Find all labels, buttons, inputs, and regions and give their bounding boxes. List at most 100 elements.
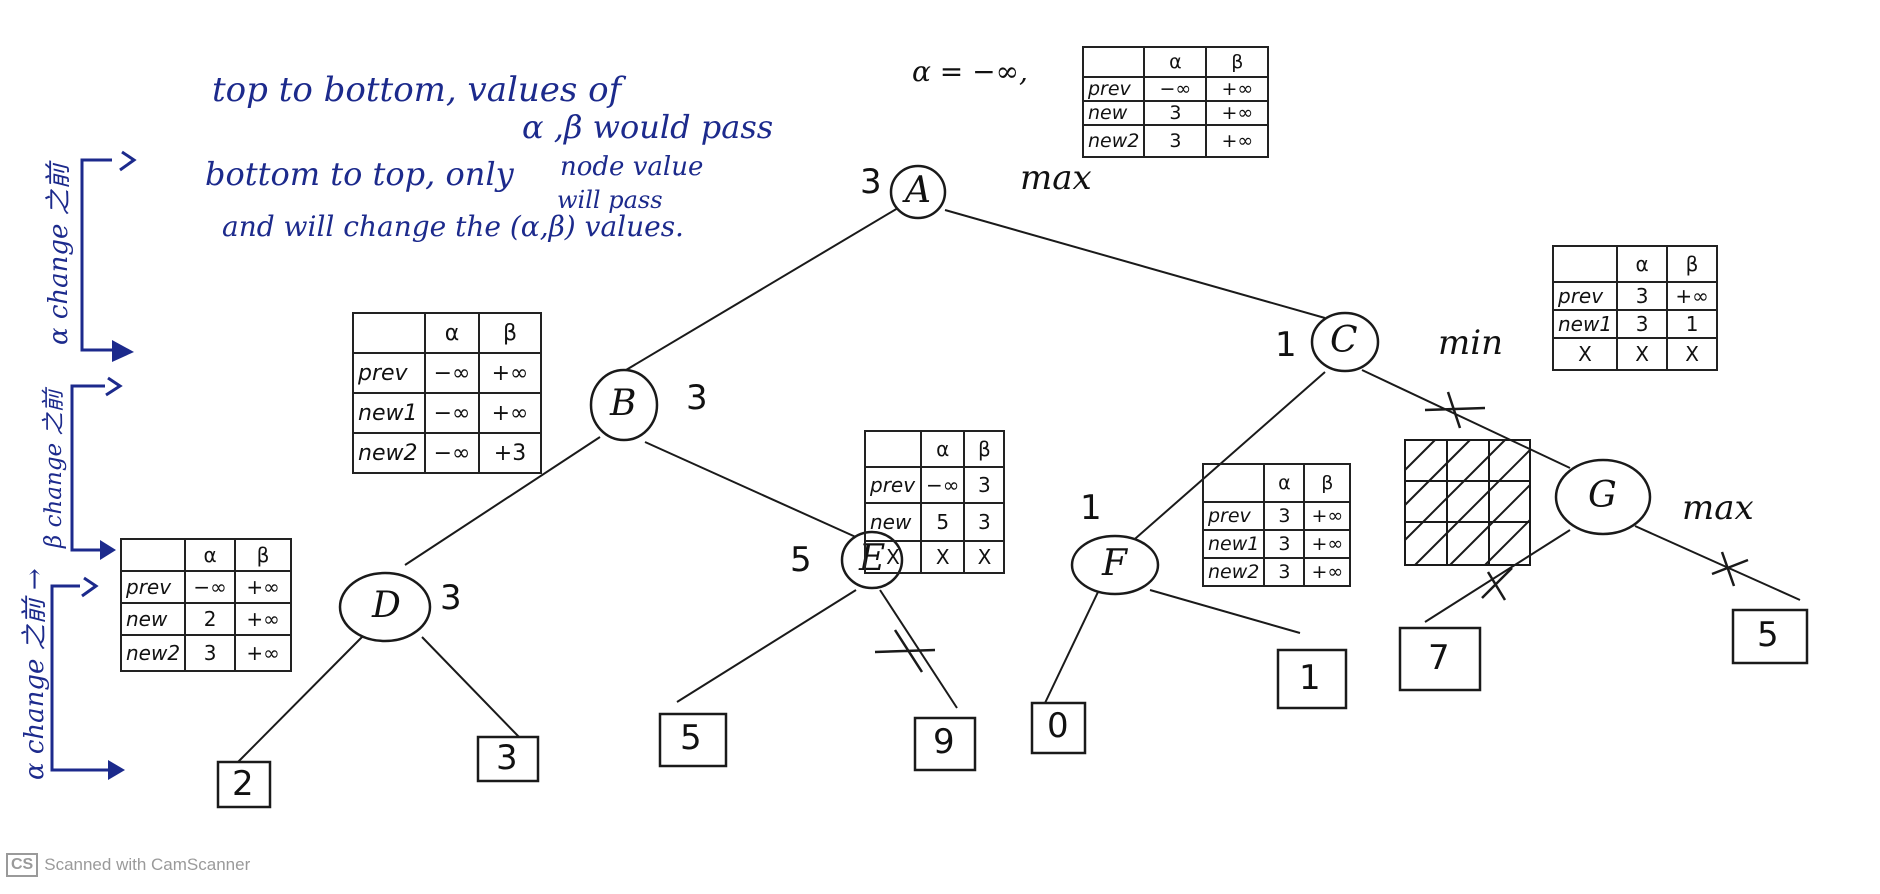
alpha-initial-note: α = −∞, — [912, 55, 1028, 88]
prune-mark-G-7 — [1481, 567, 1513, 601]
bracket-bottom-arrowhead — [81, 576, 99, 598]
table-E-alpha-header: α — [919, 430, 966, 468]
bracket-top-arrowhead — [119, 150, 137, 172]
node-D-circle — [338, 571, 432, 643]
pruned-grid — [1404, 439, 1531, 566]
prune-mark-E-9 — [874, 629, 936, 673]
arrowhead-bottom-end — [108, 760, 125, 780]
table-D-beta-header: β — [234, 538, 293, 572]
table-A-cell: +∞ — [1205, 76, 1270, 102]
table-D-alpha-header: α — [184, 538, 237, 572]
table-F-cell: +∞ — [1303, 501, 1352, 531]
table-F-cell: 3 — [1263, 501, 1306, 531]
table-B-corner — [352, 312, 426, 354]
table-F-row-label: new2 — [1201, 557, 1266, 587]
leaf-9-box — [913, 716, 977, 772]
prune-mark-C-G — [1424, 391, 1486, 429]
table-A-row-label: new2 — [1081, 124, 1146, 158]
leaf-5-value: 5 — [680, 718, 702, 758]
table-E-corner — [864, 430, 922, 468]
table-F-beta-header: β — [1303, 463, 1352, 503]
node-A-value: 3 — [860, 162, 882, 202]
table-F-corner — [1201, 463, 1266, 503]
table-E-cell: X — [919, 540, 966, 574]
node-C-circle — [1310, 311, 1380, 373]
note-line-1: top to bottom, values of — [212, 70, 622, 110]
table-B-row-label: new1 — [352, 392, 426, 434]
leaf-7-value: 7 — [1428, 638, 1450, 678]
edge-G-leaf5 — [1634, 525, 1801, 601]
node-G-label: G — [1588, 475, 1617, 516]
table-A-corner — [1081, 46, 1146, 78]
table-B-cell: +∞ — [478, 392, 542, 434]
node-F-label: F — [1102, 543, 1127, 584]
leaf-1-value: 1 — [1299, 658, 1321, 698]
camscanner-watermark: CS Scanned with CamScanner — [6, 853, 250, 877]
prune-mark-G-5 — [1711, 551, 1749, 587]
edge-E-leaf9 — [879, 589, 958, 709]
node-B-value: 3 — [686, 378, 708, 418]
table-D-row-label: new2 — [119, 634, 187, 672]
table-C-alpha-header: α — [1616, 245, 1669, 283]
bracket-mid — [70, 384, 108, 552]
leaf-7-box — [1398, 626, 1482, 692]
bracket-top — [80, 158, 120, 352]
edge-B-D — [404, 436, 601, 566]
table-C-row-label: prev — [1551, 281, 1619, 311]
table-B-cell: +∞ — [478, 352, 542, 394]
side-note-mid: β change 之前 — [41, 389, 67, 548]
table-E-row-label: prev — [864, 466, 922, 504]
table-F-cell: 3 — [1263, 557, 1306, 587]
table-node-B: α β prev −∞ +∞ new1 −∞ +∞ new2 −∞ +3 — [352, 312, 542, 474]
table-C-cell: X — [1666, 337, 1719, 371]
table-D-cell: +∞ — [234, 634, 293, 672]
leaf-1-box — [1276, 648, 1348, 710]
table-node-F: α β prev 3 +∞ new1 3 +∞ new2 3 +∞ — [1201, 463, 1352, 587]
note-line-4: and will change the (α,β) values. — [222, 210, 684, 243]
table-A-cell: −∞ — [1143, 76, 1208, 102]
table-A-beta-header: β — [1205, 46, 1270, 78]
edge-F-leaf1 — [1149, 589, 1301, 634]
table-node-C: α β prev 3 +∞ new1 3 1 X X X — [1551, 245, 1719, 371]
node-E-value: 5 — [790, 540, 812, 580]
table-F-alpha-header: α — [1263, 463, 1306, 503]
table-C-cell: 3 — [1616, 281, 1669, 311]
edge-E-leaf5 — [676, 589, 857, 703]
note-line-3: bottom to top, only — [205, 155, 514, 193]
node-G-circle — [1554, 458, 1652, 536]
table-B-beta-header: β — [478, 312, 542, 354]
table-D-cell: 2 — [184, 602, 237, 636]
node-C-label: C — [1330, 320, 1358, 361]
node-B-label: B — [610, 383, 637, 424]
edge-A-C — [944, 209, 1326, 319]
note-line-2: α ,β would pass — [522, 108, 774, 146]
table-C-corner — [1551, 245, 1619, 283]
node-B-circle — [589, 368, 659, 442]
table-node-A: α β prev −∞ +∞ new 3 +∞ new2 3 +∞ — [1081, 46, 1270, 158]
table-C-cell: 1 — [1666, 309, 1719, 339]
node-A-circle — [889, 164, 947, 220]
node-D-value: 3 — [440, 578, 462, 618]
leaf-5b-box — [1731, 608, 1809, 665]
level-label-max-G: max — [1682, 488, 1754, 528]
table-E-row-label: X — [864, 540, 922, 574]
leaf-2-value: 2 — [232, 764, 254, 804]
leaf-2-box — [216, 760, 272, 809]
table-D-row-label: prev — [119, 570, 187, 604]
edge-G-leaf7 — [1424, 529, 1571, 623]
table-B-row-label: new2 — [352, 432, 426, 474]
table-B-cell: −∞ — [424, 392, 480, 434]
bracket-mid-arrowhead — [105, 376, 123, 397]
table-A-row-label: prev — [1081, 76, 1146, 102]
table-F-row-label: prev — [1201, 501, 1266, 531]
edge-C-G — [1361, 369, 1571, 469]
table-F-cell: +∞ — [1303, 557, 1352, 587]
note-line-3b: node value — [560, 152, 704, 182]
table-C-cell: +∞ — [1666, 281, 1719, 311]
node-F-circle — [1070, 534, 1160, 596]
table-D-corner — [119, 538, 187, 572]
leaf-3-box — [476, 735, 540, 783]
leaf-9-value: 9 — [933, 722, 955, 762]
edge-C-F — [1127, 371, 1326, 546]
